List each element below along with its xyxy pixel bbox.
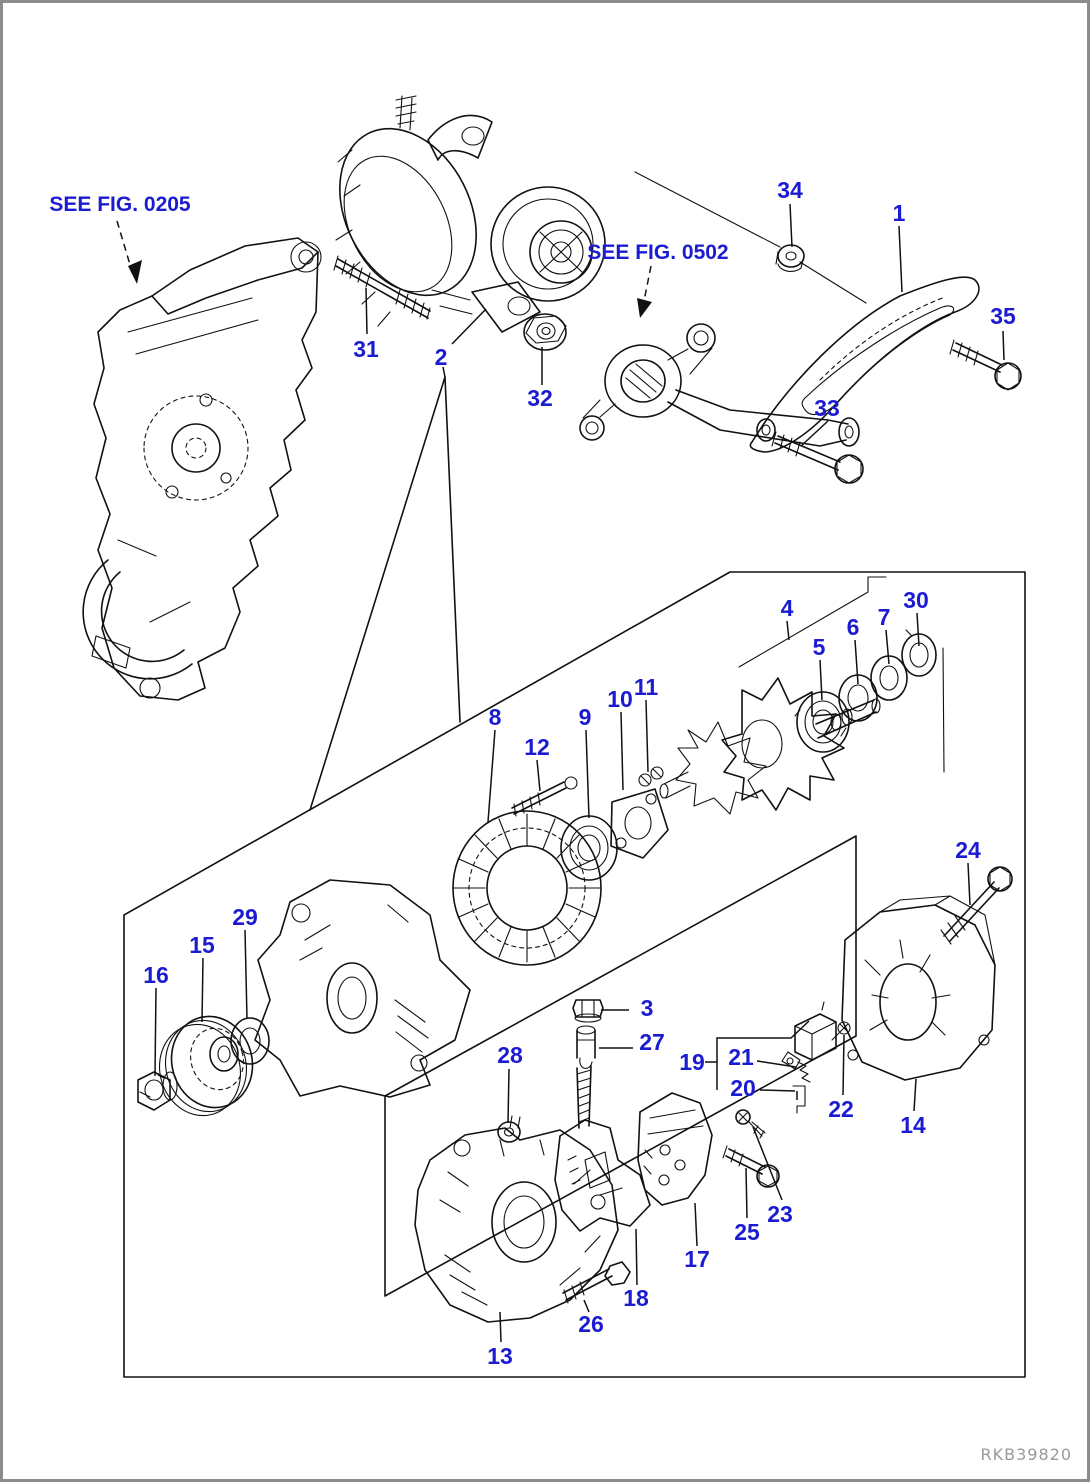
callout-4: 4 — [781, 595, 794, 621]
callout-30: 30 — [903, 587, 929, 613]
callout-1: 1 — [893, 200, 906, 226]
callout-28: 28 — [497, 1042, 523, 1068]
terminal-27-drawing — [576, 1025, 596, 1069]
callout-25: 25 — [734, 1219, 760, 1245]
watermark-text: RKB39820 — [981, 1445, 1072, 1464]
engine-block-drawing — [82, 237, 322, 701]
bolt-33-drawing — [771, 431, 864, 484]
callout-20: 20 — [730, 1075, 756, 1101]
see-fig-0502-label: SEE FIG. 0502 — [587, 241, 728, 264]
callout-6: 6 — [847, 614, 860, 640]
callout-26: 26 — [578, 1311, 604, 1337]
callout-32: 32 — [527, 385, 553, 411]
callout-24: 24 — [955, 837, 981, 863]
rectifier-17-drawing — [637, 1092, 713, 1206]
callout-19-bracket — [716, 1020, 810, 1100]
nut-32-drawing — [523, 313, 567, 351]
regulator-drawing — [781, 1001, 837, 1070]
see-fig-0205-label: SEE FIG. 0205 — [49, 193, 191, 216]
callout-33: 33 — [814, 395, 840, 421]
adjusting-bar-drawing — [749, 276, 980, 453]
callout-18: 18 — [623, 1285, 649, 1311]
callout-17: 17 — [684, 1246, 710, 1272]
screw-12-drawing — [511, 776, 578, 817]
callout-3: 3 — [641, 995, 654, 1021]
inner-sub-box — [384, 835, 857, 1297]
exploded-view-box — [123, 571, 1026, 1378]
bearing-9-drawing — [560, 815, 618, 881]
rear-cover-drawing — [841, 895, 996, 1081]
callout-22: 22 — [828, 1096, 854, 1122]
callout-21: 21 — [728, 1044, 754, 1070]
screws-11-drawing — [638, 766, 664, 787]
nut-28-drawing — [497, 1121, 521, 1143]
screw-22-drawing — [831, 1021, 851, 1041]
callout-10: 10 — [607, 686, 633, 712]
callout-13: 13 — [487, 1343, 513, 1369]
callout-29: 29 — [232, 904, 258, 930]
callout-leader-lines — [154, 203, 1005, 1343]
through-bolt-24-drawing — [940, 866, 1013, 945]
callout-14: 14 — [900, 1112, 926, 1138]
explode-connector-v — [309, 376, 461, 811]
bolt-25-drawing — [722, 1145, 780, 1188]
bearing-5-drawing — [794, 691, 850, 753]
bolt-26-drawing — [562, 1261, 631, 1304]
see-fig-0205-arrow — [116, 220, 142, 284]
rear-bracket-drawing — [414, 1115, 619, 1323]
front-bracket-drawing — [254, 879, 471, 1098]
spacer-29-drawing — [230, 1017, 270, 1065]
stud-bolt-31-drawing — [333, 255, 431, 320]
callout-12: 12 — [524, 734, 550, 760]
rotor-drawing — [659, 677, 881, 815]
callout-23: 23 — [767, 1201, 793, 1227]
brush-holder-18-drawing — [554, 1119, 651, 1232]
callout4-bracket-line — [738, 576, 945, 773]
nut-16-drawing — [137, 1071, 178, 1111]
callout-27: 27 — [639, 1029, 665, 1055]
pulley-15-drawing — [158, 1015, 254, 1117]
callout-5: 5 — [813, 634, 826, 660]
alternator-assembly-drawing — [335, 95, 606, 333]
nut-3-drawing — [572, 999, 604, 1023]
callout-35: 35 — [990, 303, 1016, 329]
callout-31: 31 — [353, 336, 379, 362]
washer-34-drawing — [775, 244, 805, 272]
brush-20-drawing — [792, 1085, 806, 1114]
callout-2: 2 — [435, 344, 448, 370]
screw-23-drawing — [735, 1109, 766, 1139]
assembly-connector-lines — [634, 171, 867, 304]
see-fig-0502-arrow — [637, 265, 652, 318]
callout-7: 7 — [878, 604, 891, 630]
terminal-spring-drawing — [576, 1065, 592, 1129]
mounting-bracket-drawing — [579, 323, 860, 447]
callout-34: 34 — [777, 177, 803, 203]
brush-spring-21-drawing — [797, 1061, 811, 1083]
stator-drawing — [452, 810, 602, 966]
retainer-plate-10-drawing — [610, 788, 669, 859]
callout-19: 19 — [679, 1049, 705, 1075]
callout-16: 16 — [143, 962, 169, 988]
callout-15: 15 — [189, 932, 215, 958]
callout-11: 11 — [634, 674, 659, 700]
bolt-35-drawing — [949, 339, 1022, 391]
callout-9: 9 — [579, 704, 592, 730]
callout-8: 8 — [489, 704, 502, 730]
